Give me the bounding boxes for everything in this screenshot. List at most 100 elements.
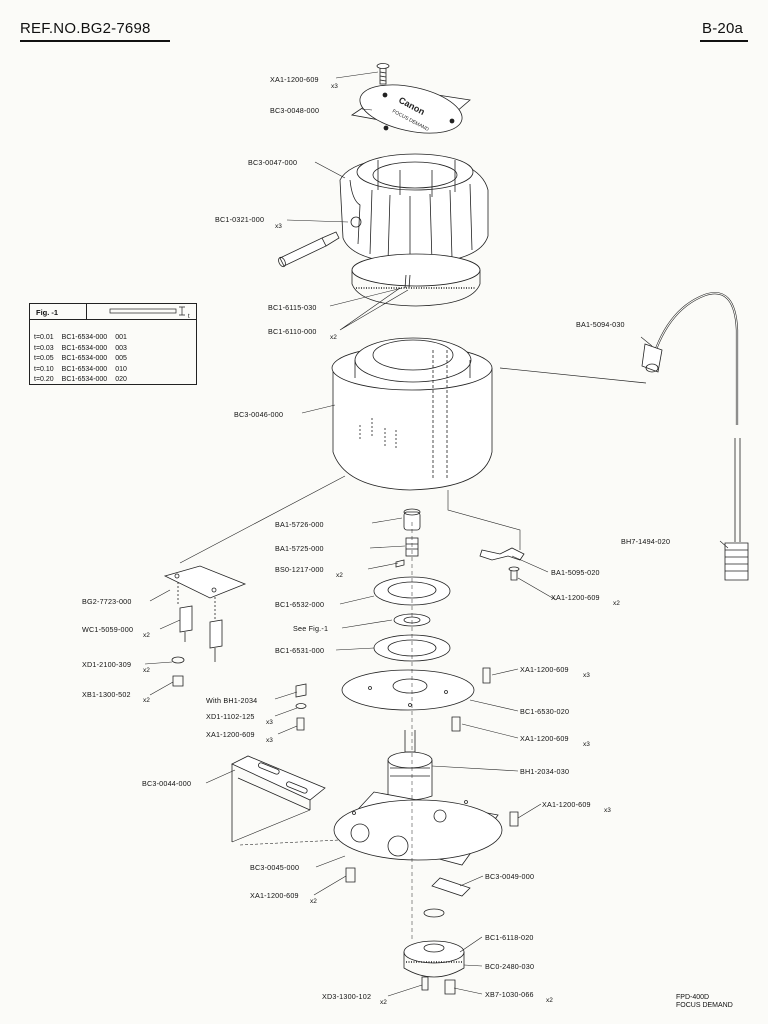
callout-c11-qty: x2 [336,572,343,579]
callout-c5: BC1-6115-030 [268,303,317,312]
callout-c36: XD3-1300-102 [322,992,372,1001]
table-cell: t=0.01 [34,334,54,341]
callout-c25-qty: x3 [266,719,273,726]
callout-c6: BC1-6110-000 [268,327,317,336]
table-cell: 001 [115,334,127,341]
callout-c2: BC3-0048-000 [270,106,320,115]
callout-c25: XD1-1102-125 [206,712,255,721]
page-underline [700,40,748,42]
callout-c22-qty: x2 [143,697,150,704]
callout-c17-qty: x2 [143,632,150,639]
callout-c11: BS0-1217-000 [275,565,324,574]
callout-c23: With BH1-2034 [206,696,258,705]
callout-c26-qty: x3 [583,741,590,748]
base-plate [333,791,503,866]
reference-underline [20,40,170,42]
callout-c30-qty: x3 [604,807,611,814]
table-row: t=0.03 BC1-6534-000 003 [34,344,135,355]
callout-c27-qty: x3 [266,737,273,744]
thickness-symbol: t [188,314,190,320]
callout-c4-qty: x3 [275,223,282,230]
page-number: B-20a [702,20,744,37]
callout-c24: BC1-6530-020 [520,707,570,716]
lower-parts [403,877,471,995]
table-row: t=0.01 BC1-6534-000 001 [34,333,135,344]
callout-c26: XA1-1200-609 [520,734,569,743]
footer-model: FPD-400D FOCUS DEMAND [676,994,733,1010]
leader-lines [144,71,729,997]
callout-c18: See Fig.-1 [293,624,329,633]
callout-c7: BA1-5094-030 [576,320,625,329]
callout-c33: XA1-1200-609 [250,891,299,900]
table-cell: t=0.03 [34,344,54,352]
table-cell: t=0.05 [34,355,54,362]
callout-c8: BC3-0046-000 [234,410,284,419]
table-cell: BC1-6534-000 [61,365,108,373]
callout-c36-qty: x2 [380,999,387,1006]
table-cell: BC1-6534-000 [61,334,108,341]
callout-c20-qty: x2 [143,667,150,674]
callout-c1-qty: x3 [331,83,338,90]
cable-assembly [499,292,749,581]
callout-c37: XB7-1030-066 [485,990,534,999]
callout-c32: BC3-0049-000 [485,872,535,881]
table-cell: t=0.20 [34,376,54,383]
callout-c19: BC1-6531-000 [275,646,325,655]
gear-ring [351,253,481,307]
callout-c28: BH1-2034-030 [520,767,570,776]
callout-c10: BA1-5725-000 [275,544,324,553]
cable-bracket [479,547,525,581]
table-cell: 020 [115,376,127,383]
callout-c4: BC1-0321-000 [215,215,265,224]
callout-c29: BC3-0044-000 [142,779,192,788]
callout-c21: XA1-1200-609 [520,665,569,674]
footer-model-name: FOCUS DEMAND [676,1002,733,1009]
callout-c22: XB1-1300-502 [82,690,131,699]
callout-c33-qty: x2 [310,898,317,905]
callout-c31: BC3-0045-000 [250,863,300,872]
callout-c13: BA1-5095-020 [551,568,600,577]
table-cell: 005 [115,355,127,362]
callout-c12: BH7-1494-020 [621,537,671,546]
table-row: t=0.05 BC1-6534-000 005 [34,354,135,365]
focus-knob [339,153,489,265]
callout-c14-qty: x2 [613,600,620,607]
motor [387,730,433,801]
table-cell: t=0.10 [34,365,54,373]
angle-bracket [231,755,326,842]
mounting-plate [341,669,475,711]
top-screw [376,63,390,85]
base-housing [331,337,493,491]
fig1-divider [86,304,87,319]
table-cell: BC1-6534-000 [61,344,108,352]
reference-number: REF.NO.BG2-7698 [20,20,151,37]
table-cell: 003 [115,344,127,352]
shim-sketch [109,306,185,316]
footer-model-number: FPD-400D [676,994,710,1001]
callout-c3: BC3-0047-000 [248,158,298,167]
switch-plate [163,565,247,687]
callout-c34: BC1-6118-020 [485,933,534,942]
callout-c14: XA1-1200-609 [551,593,600,602]
table-cell: BC1-6534-000 [61,376,108,383]
table-row: t=0.20 BC1-6534-000 020 [34,375,135,386]
callout-c9: BA1-5726-000 [275,520,324,529]
callout-c20: XD1-2100-309 [82,660,132,669]
fig1-title: Fig. -1 [36,308,59,317]
table-cell: 010 [115,365,127,373]
callout-c6-qty: x2 [330,334,337,341]
top-cap-plate: Canon FOCUS DEMAND [350,84,471,134]
callout-c15: BG2-7723-000 [82,597,132,606]
callout-c27: XA1-1200-609 [206,730,255,739]
table-cell: BC1-6534-000 [61,355,108,362]
callout-c21-qty: x3 [583,672,590,679]
callout-c16: BC1-6532-000 [275,600,325,609]
callout-c1: XA1-1200-609 [270,75,319,84]
callout-c37-qty: x2 [546,997,553,1004]
table-row: t=0.10 BC1-6534-000 010 [34,365,135,376]
fig1-header-line [30,319,196,320]
